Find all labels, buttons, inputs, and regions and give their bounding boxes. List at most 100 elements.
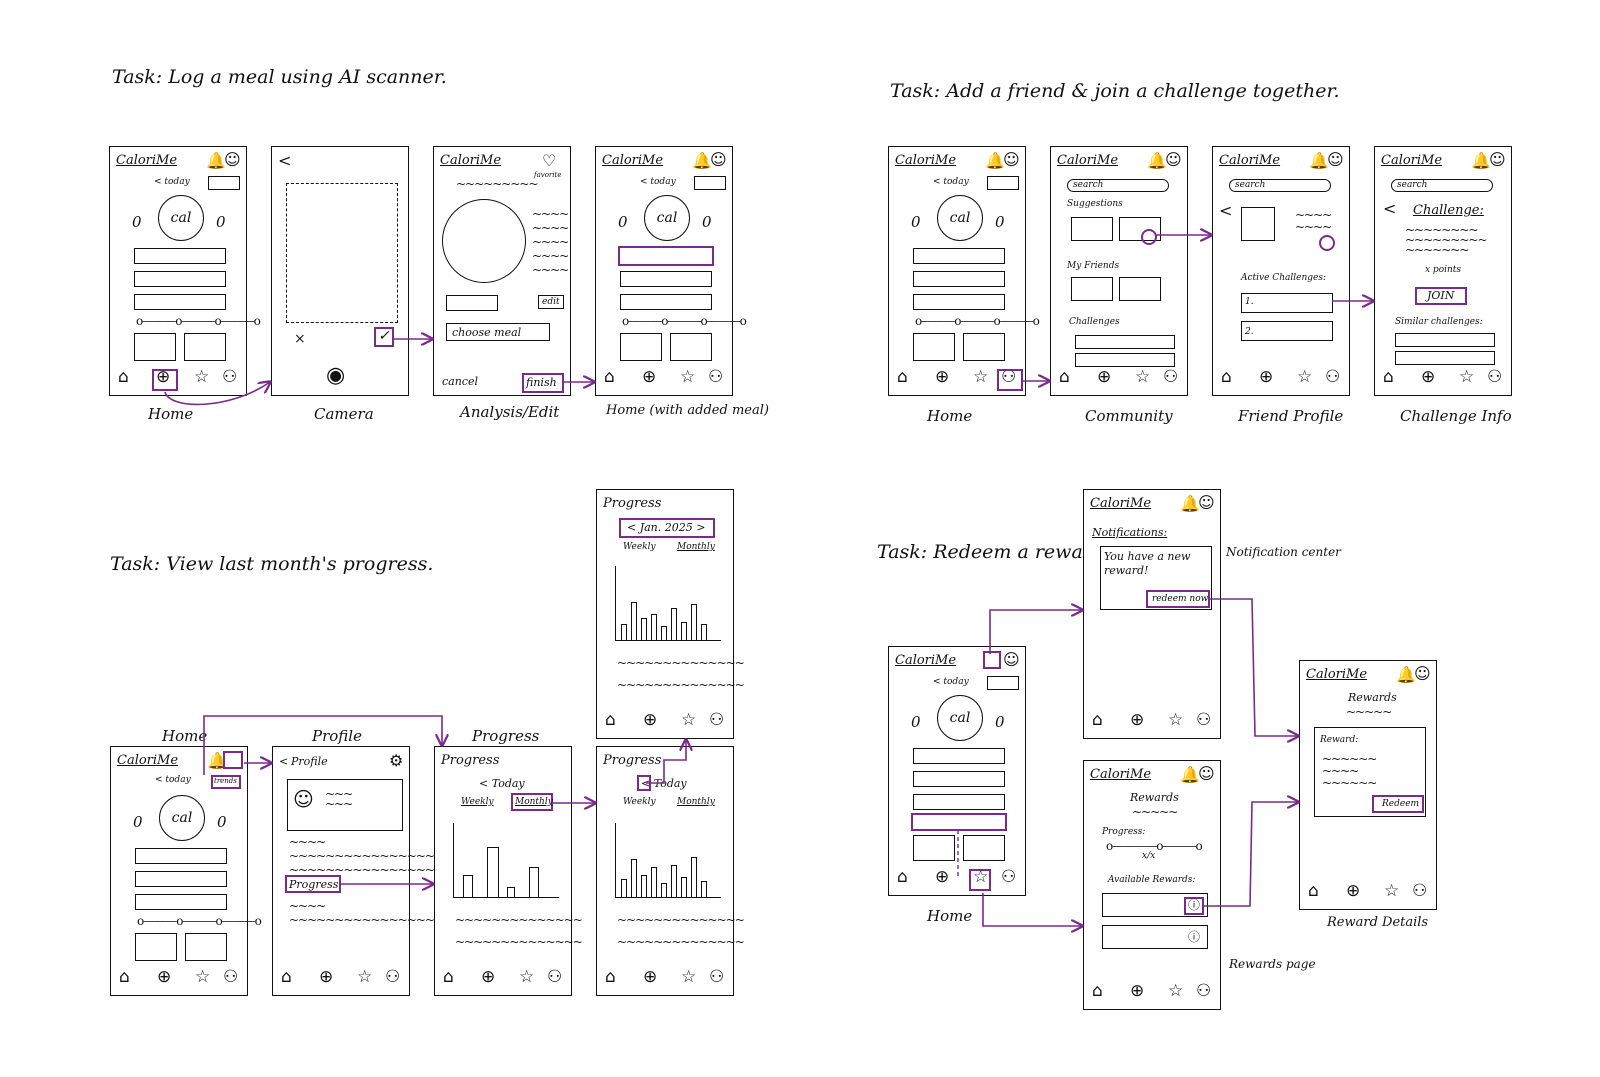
people-icon[interactable]: ⚇ (1412, 881, 1428, 901)
back-icon[interactable]: < (1383, 199, 1397, 218)
tab-monthly[interactable] (511, 793, 553, 811)
plus-icon[interactable]: ⊕ (935, 367, 950, 387)
close-icon[interactable]: × (294, 331, 306, 347)
choose-meal-select[interactable] (446, 323, 550, 341)
bell-icon[interactable]: 🔔 (206, 151, 226, 170)
bell-icon[interactable]: 🔔 (207, 751, 227, 770)
home-icon[interactable]: ⌂ (1092, 710, 1103, 730)
home-icon[interactable]: ⌂ (443, 967, 454, 987)
info-icon[interactable]: ⓘ (1188, 930, 1201, 944)
meal-row[interactable] (913, 248, 1005, 264)
widget-card[interactable] (670, 333, 712, 361)
star-icon[interactable]: ☆ (195, 967, 211, 987)
search-input[interactable] (1067, 179, 1169, 192)
reward-row[interactable] (1102, 925, 1208, 949)
profile-icon[interactable]: ☺ (224, 150, 241, 169)
check-icon[interactable] (374, 327, 394, 347)
today-nav[interactable]: < Today (479, 777, 525, 790)
friend-card[interactable] (1119, 277, 1161, 301)
star-icon[interactable]: ☆ (1168, 981, 1184, 1001)
plus-icon[interactable]: ⊕ (157, 967, 172, 987)
people-icon[interactable]: ⚇ (1163, 367, 1179, 387)
meal-row[interactable] (135, 871, 227, 887)
bell-icon[interactable]: 🔔 (1180, 765, 1200, 784)
join-button[interactable] (1415, 287, 1467, 305)
star-icon[interactable]: ☆ (973, 367, 989, 387)
date-nav[interactable]: < today (154, 177, 190, 187)
bell-icon[interactable]: 🔔 (1147, 151, 1167, 170)
star-icon[interactable]: ☆ (681, 967, 697, 987)
tab-weekly[interactable]: Weekly (623, 542, 656, 552)
meal-row[interactable] (135, 848, 227, 864)
tab-weekly[interactable]: Weekly (461, 797, 494, 807)
meal-row[interactable] (620, 294, 712, 310)
star-icon[interactable]: ☆ (973, 867, 989, 887)
bell-icon[interactable]: 🔔 (692, 151, 712, 170)
widget-card[interactable] (963, 835, 1005, 861)
challenge-item-1[interactable] (1241, 293, 1333, 313)
home-icon[interactable]: ⌂ (1092, 981, 1103, 1001)
progress-track[interactable] (911, 813, 1007, 831)
finish-button[interactable] (522, 373, 564, 393)
meal-row[interactable] (913, 294, 1005, 310)
challenge-item-2[interactable] (1241, 321, 1333, 341)
star-icon[interactable]: ☆ (1384, 881, 1400, 901)
challenge-row[interactable] (1075, 335, 1175, 349)
trends-button[interactable] (211, 775, 241, 789)
home-icon[interactable]: ⌂ (605, 967, 616, 987)
plus-icon[interactable]: ⊕ (1130, 710, 1145, 730)
people-icon[interactable]: ⚇ (547, 967, 563, 987)
back-icon[interactable]: < (278, 151, 292, 170)
profile-icon[interactable]: ☺ (1327, 150, 1344, 169)
challenge-row[interactable] (1075, 353, 1175, 367)
gear-icon[interactable]: ⚙ (389, 751, 404, 770)
meal-row[interactable] (913, 794, 1005, 810)
suggestion-card[interactable] (1119, 217, 1161, 241)
home-icon[interactable]: ⌂ (897, 867, 908, 887)
widget-card[interactable] (913, 333, 955, 361)
info-icon[interactable] (1184, 897, 1204, 915)
plus-icon[interactable]: ⊕ (1130, 981, 1145, 1001)
home-icon[interactable]: ⌂ (1059, 367, 1070, 387)
tab-weekly[interactable]: Weekly (623, 797, 656, 807)
date-field[interactable] (208, 176, 240, 190)
date-nav[interactable]: < today (155, 775, 191, 785)
plus-icon[interactable]: ⊕ (935, 867, 950, 887)
widget-card[interactable] (963, 333, 1005, 361)
people-icon[interactable]: ⚇ (223, 967, 239, 987)
home-icon[interactable]: ⌂ (118, 367, 129, 387)
bell-icon[interactable]: 🔔 (1180, 494, 1200, 513)
bell-icon[interactable]: 🔔 (1471, 151, 1491, 170)
add-friend-button[interactable] (1319, 235, 1335, 251)
reward-row[interactable] (1102, 893, 1208, 917)
star-icon[interactable]: ☆ (1135, 367, 1151, 387)
plus-icon[interactable]: ⊕ (1097, 367, 1112, 387)
people-icon[interactable]: ⚇ (385, 967, 401, 987)
bell-icon[interactable] (983, 651, 1001, 669)
widget-card[interactable] (134, 333, 176, 361)
cancel-button[interactable]: cancel (442, 375, 478, 388)
profile-icon[interactable]: ☺ (1414, 664, 1431, 683)
profile-icon[interactable]: ☺ (1003, 150, 1020, 169)
meal-row[interactable] (134, 271, 226, 287)
widget-card[interactable] (913, 835, 955, 861)
plus-icon[interactable]: ⊕ (1346, 881, 1361, 901)
meal-row[interactable] (913, 748, 1005, 764)
plus-icon[interactable]: ⊕ (643, 710, 658, 730)
plus-icon[interactable]: ⊕ (156, 367, 171, 387)
home-icon[interactable]: ⌂ (1383, 367, 1394, 387)
people-icon[interactable]: ⚇ (1001, 867, 1017, 887)
plus-icon[interactable]: ⊕ (319, 967, 334, 987)
profile-icon[interactable] (223, 751, 243, 769)
meal-row[interactable] (913, 271, 1005, 287)
widget-card[interactable] (620, 333, 662, 361)
date-field[interactable] (694, 176, 726, 190)
search-input[interactable] (1391, 179, 1493, 192)
home-icon[interactable]: ⌂ (604, 367, 615, 387)
meal-row[interactable] (134, 248, 226, 264)
friend-card[interactable] (1071, 277, 1113, 301)
home-icon[interactable]: ⌂ (1221, 367, 1232, 387)
profile-icon[interactable]: ☺ (1198, 493, 1215, 512)
added-meal-row[interactable] (618, 246, 714, 266)
search-input[interactable] (1229, 179, 1331, 192)
